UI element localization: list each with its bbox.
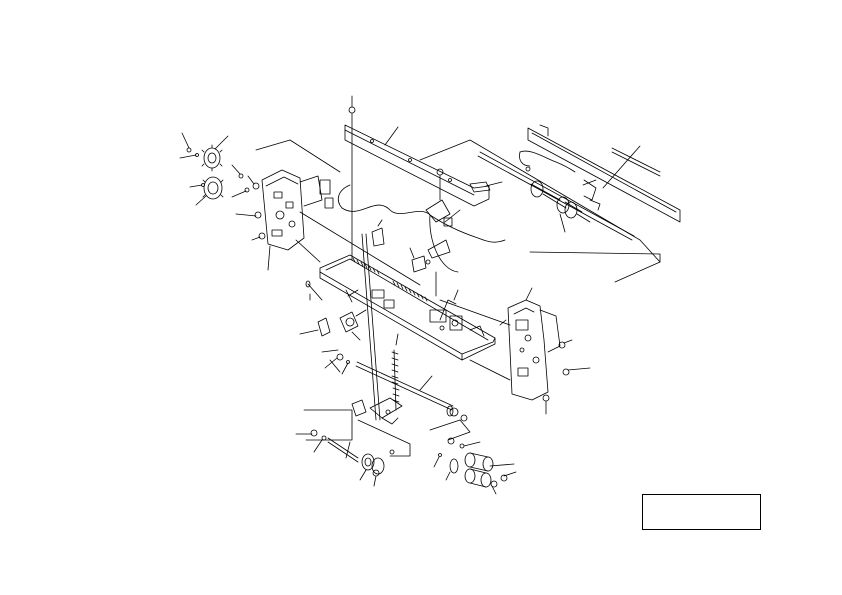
side-plate-right bbox=[499, 287, 561, 401]
gear-lower bbox=[202, 176, 224, 200]
side-plate-left bbox=[261, 169, 323, 251]
lower-rollers bbox=[429, 419, 517, 495]
left-gear-assembly bbox=[179, 132, 334, 271]
label-box bbox=[642, 494, 761, 530]
gear-upper bbox=[201, 144, 223, 172]
center-brackets bbox=[425, 168, 503, 259]
lower-shaft bbox=[355, 361, 468, 422]
lower-gears bbox=[359, 449, 395, 487]
feed-roller-upper bbox=[477, 151, 635, 241]
vertical-spring bbox=[361, 233, 400, 421]
right-top-frame bbox=[519, 124, 681, 223]
main-tray-chassis bbox=[319, 254, 496, 361]
lower-bracket bbox=[303, 397, 411, 457]
comb-teeth bbox=[352, 257, 428, 302]
top-rail-center bbox=[344, 124, 490, 207]
lever-parts bbox=[299, 309, 367, 341]
small-bracket bbox=[319, 179, 334, 209]
tray-top-parts bbox=[371, 219, 459, 301]
long-screw bbox=[305, 280, 323, 301]
cable-harness bbox=[337, 184, 506, 273]
lower-left-shaft bbox=[295, 429, 359, 463]
